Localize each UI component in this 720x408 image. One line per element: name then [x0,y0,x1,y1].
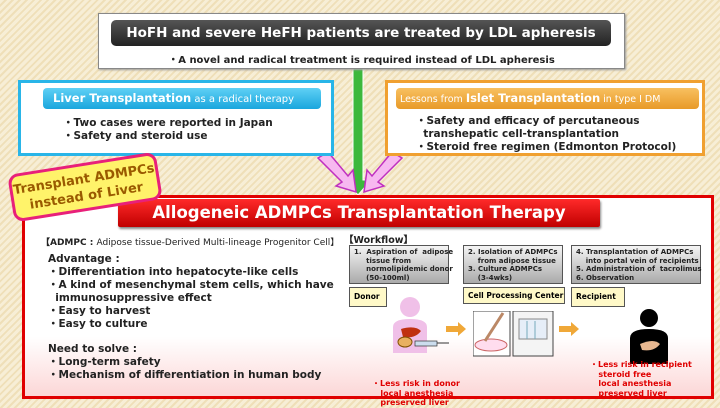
title-rest: in type I DM [600,94,661,105]
list-item: ・Easy to harvest [48,305,151,317]
main-therapy-box: Allogeneic ADMPCs Transplantation Therap… [22,195,714,399]
step-line: 4. Transplantation of ADMPCs [576,248,694,256]
pink-arrow-left [316,151,357,194]
advantage-heading: Advantage : [48,253,120,265]
spacer [48,331,334,343]
main-title: Allogeneic ADMPCs Transplantation Therap… [118,199,600,227]
cell-culture-image [473,311,554,357]
step-line: 1. Aspiration of adipose [354,248,454,256]
note-line: steroid free [590,369,652,379]
list-item: ・Safety and efficacy of percutaneous [416,115,640,127]
arrow-right-icon [446,322,466,336]
list-item: ・Steroid free regimen (Edmonton Protocol… [416,141,677,153]
step-box-recipient: 4. Transplantation of ADMPCs into portal… [571,245,702,284]
liver-transplant-box: Liver Transplantation as a radical thera… [18,80,334,156]
step-line: (50-100ml) [354,273,410,282]
recipient-notes: ・Less risk in recipient steroid free loc… [590,360,692,398]
admpc-definition: 【ADMPC : Adipose tissue-Derived Multi-li… [41,235,339,248]
note-line: local anesthesia [372,388,454,398]
note-line: local anesthesia [590,379,672,388]
note-line: preserved liver [590,388,667,398]
step-line: 3. Culture ADMPCs [468,265,543,273]
title-bold: Liver Transplantation [53,91,192,105]
step-box-cpc: 2. Isolation of ADMPCs from adipose tiss… [463,245,563,284]
step-line: into portal vein of recipients [576,256,699,265]
top-subtitle: ・A novel and radical treatment is requir… [168,55,555,66]
step-line: (3-4wks) [468,273,513,282]
donor-figure-icon [393,297,449,353]
islet-transplant-box: Lessons from Islet Transplantation in ty… [385,80,705,156]
note-line: preserved liver [372,398,449,407]
liver-transplant-title: Liver Transplantation as a radical thera… [43,88,321,109]
def-rest: Adipose tissue-Derived Multi-lineage Pro… [96,238,340,248]
step-box-donor: 1. Aspiration of adipose tissue from nor… [349,245,454,284]
arrow-right-icon [559,322,579,336]
list-item: ・Long-term safety [48,356,161,368]
donor-notes: ・Less risk in donor local anesthesia pre… [372,379,460,408]
label-donor: Donor [349,287,387,307]
list-item: ・Easy to culture [48,318,148,330]
list-item: ・Differentiation into hepatocyte-like ce… [48,266,299,278]
def-bold: 【ADMPC : [41,238,97,248]
recipient-figure-icon [630,309,668,364]
step-line: tissue from [354,256,412,265]
list-item: ・Two cases were reported in Japan [63,117,273,129]
list-item: ・Safety and steroid use [63,130,208,142]
list-item: ・A kind of mesenchymal stem cells, which… [48,279,334,291]
note-line: ・Less risk in donor [372,379,460,388]
step-line: 6. Observation [576,273,635,282]
list-item: ・Mechanism of differentiation in human b… [48,369,322,381]
top-box: HoFH and severe HeFH patients are treate… [98,13,625,69]
step-line: normolipidemic donor [354,265,453,273]
note-line: ・Less risk in recipient [590,360,692,369]
label-recipient: Recipient [571,287,625,307]
need-heading: Need to solve : [48,343,137,355]
step-line: from adipose tissue [468,256,556,265]
title-pre: Lessons from [400,94,466,105]
title-rest: as a radical therapy [191,94,295,105]
list-item: transhepatic cell-transplantation [416,128,620,140]
label-cpc: Cell Processing Center [463,287,565,304]
step-line: 5. Administration of tacrolimus [576,265,702,273]
islet-transplant-title: Lessons from Islet Transplantation in ty… [396,88,699,109]
list-item: immunosuppressive effect [48,292,212,304]
workflow-title: 【Workflow】 [344,235,414,246]
pink-arrow-right [363,151,404,194]
step-line: 2. Isolation of ADMPCs [468,248,558,256]
title-bold: Islet Transplantation [465,91,601,105]
top-title: HoFH and severe HeFH patients are treate… [111,20,611,46]
